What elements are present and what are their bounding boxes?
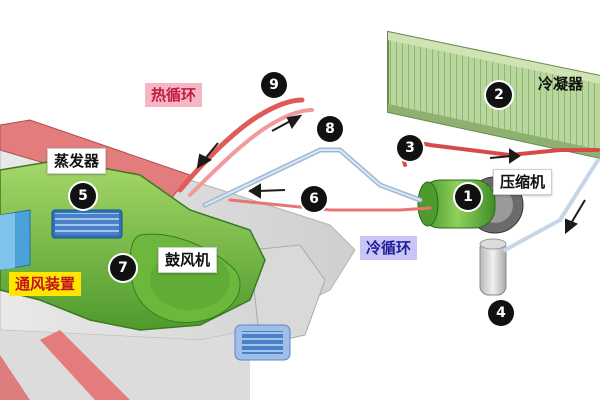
badge-2: 2 bbox=[486, 82, 512, 108]
receiver-drier bbox=[479, 238, 507, 296]
badge-4: 4 bbox=[488, 300, 514, 326]
badge-9: 9 bbox=[261, 72, 287, 98]
blower-label: 鼓风机 bbox=[158, 247, 218, 273]
badge-5: 5 bbox=[70, 183, 96, 209]
badge-3: 3 bbox=[397, 135, 423, 161]
flow-arrows bbox=[196, 114, 586, 235]
cold-loop-pipes bbox=[202, 147, 600, 252]
air-duct bbox=[234, 244, 326, 361]
evaporator-label: 蒸发器 bbox=[47, 148, 107, 174]
ventilation-label: 通风装置 bbox=[9, 272, 82, 296]
hot-loop-label: 热循环 bbox=[145, 83, 203, 107]
badge-7: 7 bbox=[110, 255, 136, 281]
cold-loop-label: 冷循环 bbox=[360, 236, 418, 260]
badge-1: 1 bbox=[455, 184, 481, 210]
condenser-label: 冷凝器 bbox=[538, 75, 584, 93]
compressor-label: 压缩机 bbox=[493, 169, 553, 195]
badge-6: 6 bbox=[301, 186, 327, 212]
badge-8: 8 bbox=[317, 116, 343, 142]
evaporator-core bbox=[51, 209, 123, 239]
